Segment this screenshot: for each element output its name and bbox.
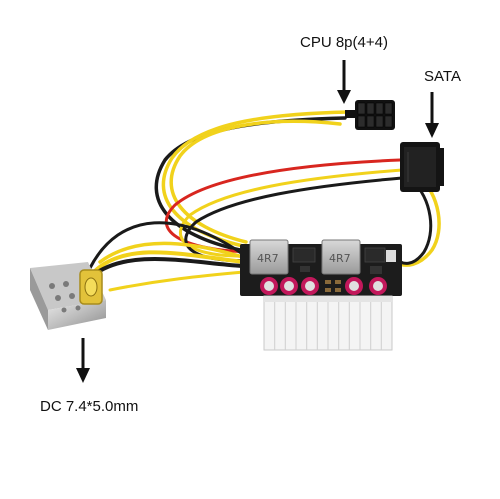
inductor-left: 4R7 xyxy=(249,239,289,275)
pcb-module: 4R7 4R7 xyxy=(240,239,402,296)
capacitor-row xyxy=(260,277,387,295)
dc-jack xyxy=(30,262,106,330)
cpu-connector-label: CPU 8p(4+4) xyxy=(300,34,388,51)
inductor-right: 4R7 xyxy=(321,239,361,275)
sata-connector xyxy=(400,142,444,192)
wire-harness xyxy=(88,110,441,292)
inductor-left-marking: 4R7 xyxy=(257,252,279,265)
sata-connector-label: SATA xyxy=(424,68,461,85)
cpu-8pin-connector xyxy=(345,100,395,130)
dc-jack-label: DC 7.4*5.0mm xyxy=(40,398,139,415)
atx-24pin-header xyxy=(263,295,393,351)
dc-pointer-arrow xyxy=(76,338,90,383)
sata-pointer-arrow xyxy=(425,92,439,138)
inductor-right-marking: 4R7 xyxy=(329,252,351,265)
cpu-pointer-arrow xyxy=(337,60,351,104)
